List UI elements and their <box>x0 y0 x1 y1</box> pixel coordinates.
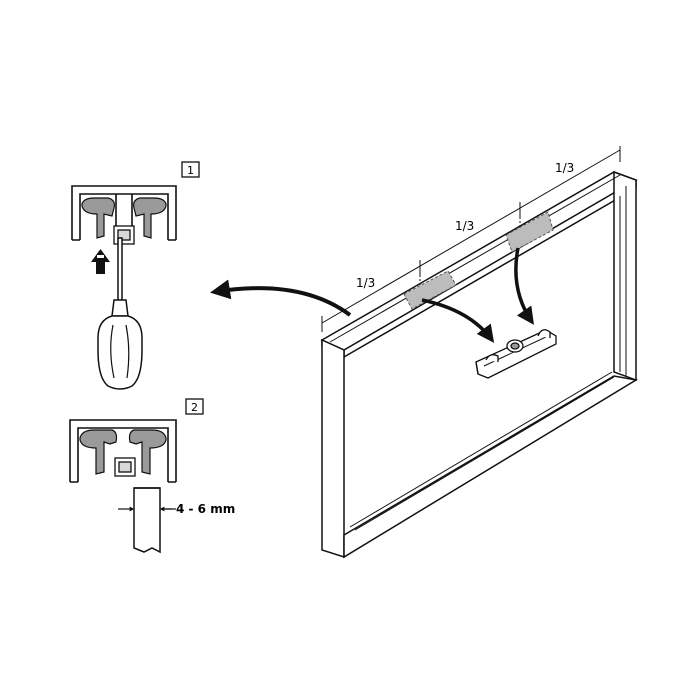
step-1-number: 1 <box>187 164 194 177</box>
curved-arrow-icon <box>210 279 352 317</box>
clip-arms-1 <box>81 197 167 239</box>
screwdriver-icon <box>97 237 143 390</box>
spacing-label-3: 1/3 <box>555 161 574 175</box>
frame-left-stile <box>321 338 345 559</box>
frame-right-stile <box>613 170 637 382</box>
clip-center-1 <box>113 225 135 245</box>
clip-arms-2 <box>79 429 167 475</box>
spacing-dimension <box>321 146 621 332</box>
frame-top-rail <box>320 171 638 351</box>
frame <box>320 170 639 559</box>
rail-profile-2 <box>69 419 177 483</box>
panel-edge <box>133 487 161 554</box>
clip-marker-2 <box>505 211 554 253</box>
step-1: 1 <box>71 161 200 390</box>
clip-arrow-1 <box>421 298 495 343</box>
up-arrow-shaft <box>96 258 105 274</box>
step-2-badge: 2 <box>185 398 204 415</box>
step-2: 2 4 - 6 mm <box>69 398 235 554</box>
rail-profile-1 <box>71 185 177 241</box>
frame-bottom-rail <box>343 375 639 559</box>
step-1-badge: 1 <box>181 161 200 178</box>
clip-marker-1 <box>403 270 457 310</box>
spacing-label-1: 1/3 <box>356 276 375 290</box>
step-2-number: 2 <box>191 401 198 414</box>
clip-arrow-2 <box>514 247 534 325</box>
dimension-label: 4 - 6 mm <box>176 502 235 516</box>
spacing-label-2: 1/3 <box>455 219 474 233</box>
mounting-clip-icon <box>475 329 557 379</box>
clip-center-2 <box>114 457 136 477</box>
